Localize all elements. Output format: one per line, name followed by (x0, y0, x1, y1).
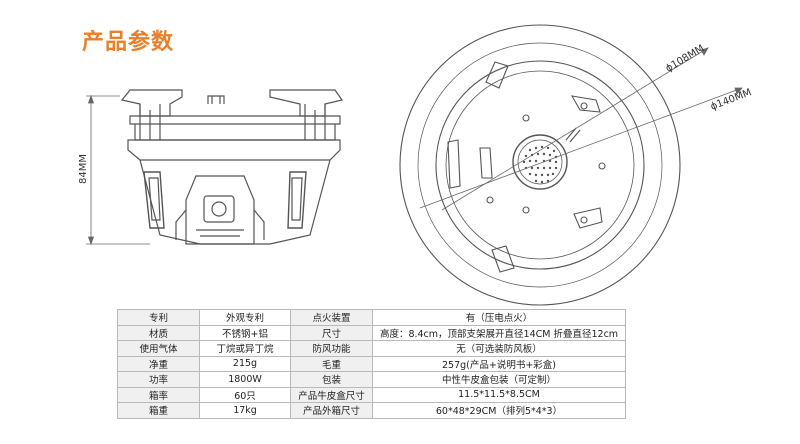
burner-plate (129, 115, 341, 125)
top-arm-lower (491, 245, 515, 273)
spec-value: 有（压电点火） (372, 309, 626, 326)
product-drawing: 84MM (78, 24, 753, 306)
spec-key: 箱重 (117, 402, 200, 419)
top-view (399, 24, 743, 306)
spec-value: 11.5*11.5*8.5CM (372, 386, 626, 403)
left-support-arm (120, 89, 183, 117)
spec-key: 尺寸 (290, 324, 373, 341)
spec-key: 专利 (117, 309, 200, 326)
spec-key: 使用气体 (117, 340, 200, 357)
spec-value: 60*48*29CM（排列5*4*3） (372, 402, 626, 419)
table-row: 净重 215g 毛重 257g(产品+说明书+彩盒) (117, 355, 626, 372)
top-arm-right-down (573, 207, 603, 229)
spec-value: 215g (199, 355, 291, 372)
spec-value: 不锈钢+铝 (199, 324, 291, 341)
stove-body (127, 139, 341, 161)
top-arm-upper (485, 61, 509, 89)
spec-key: 防风功能 (290, 340, 373, 357)
right-support-arm (269, 89, 343, 117)
table-row: 使用气体 丁烷或异丁烷 防风功能 无（可选装防风板） (117, 340, 626, 357)
right-leg (287, 171, 307, 229)
spec-value: 中性牛皮盒包装（可定制） (372, 371, 626, 388)
spec-value: 丁烷或异丁烷 (199, 340, 291, 357)
inner-diameter-label: ϕ108MM (664, 43, 706, 75)
spec-key: 材质 (117, 324, 200, 341)
spec-key: 产品牛皮盒尺寸 (290, 386, 373, 403)
spec-key: 产品外箱尺寸 (290, 402, 373, 419)
spec-value: 1800W (199, 371, 291, 388)
table-row: 专利 外观专利 点火装置 有（压电点火） (117, 309, 626, 326)
top-arm-left (447, 139, 461, 189)
gas-connector (185, 175, 255, 245)
spec-key: 包装 (290, 371, 373, 388)
spec-key: 净重 (117, 355, 200, 372)
burner-holes (522, 145, 558, 184)
side-view (86, 89, 343, 246)
spec-value: 外观专利 (199, 309, 291, 326)
spec-value: 高度：8.4cm，顶部支架展开直径14CM 折叠直径12cm (372, 324, 626, 341)
spec-key: 箱率 (117, 386, 200, 403)
spec-value: 257g(产品+说明书+彩盒) (372, 355, 626, 372)
height-label: 84MM (78, 154, 89, 184)
table-row: 箱重 17kg 产品外箱尺寸 60*48*29CM（排列5*4*3） (117, 402, 626, 419)
spec-value: 17kg (199, 402, 291, 419)
spec-value: 无（可选装防风板） (372, 340, 626, 357)
page-title: 产品参数 (82, 30, 175, 55)
spec-key: 点火装置 (290, 309, 373, 326)
spec-key: 功率 (117, 371, 200, 388)
table-row: 箱率 60只 产品牛皮盒尺寸 11.5*11.5*8.5CM (117, 386, 626, 403)
spec-table: 专利 外观专利 点火装置 有（压电点火） 材质 不锈钢+铝 尺寸 高度：8.4c… (117, 309, 626, 419)
igniter (565, 127, 581, 143)
outer-diameter-label: ϕ140MM (709, 87, 753, 113)
spec-value: 60只 (199, 386, 291, 403)
top-arm-right-up (570, 95, 601, 113)
outer-ring (399, 24, 681, 306)
valve-stem (207, 95, 225, 104)
burner-head (512, 134, 568, 190)
left-leg (143, 171, 165, 229)
table-row: 功率 1800W 包装 中性牛皮盒包装（可定制） (117, 371, 626, 388)
table-row: 材质 不锈钢+铝 尺寸 高度：8.4cm，顶部支架展开直径14CM 折叠直径12… (117, 324, 626, 341)
height-dimension (86, 94, 150, 246)
inner-ring (435, 60, 645, 270)
spec-key: 毛重 (290, 355, 373, 372)
diameter-dimensions (419, 47, 743, 211)
